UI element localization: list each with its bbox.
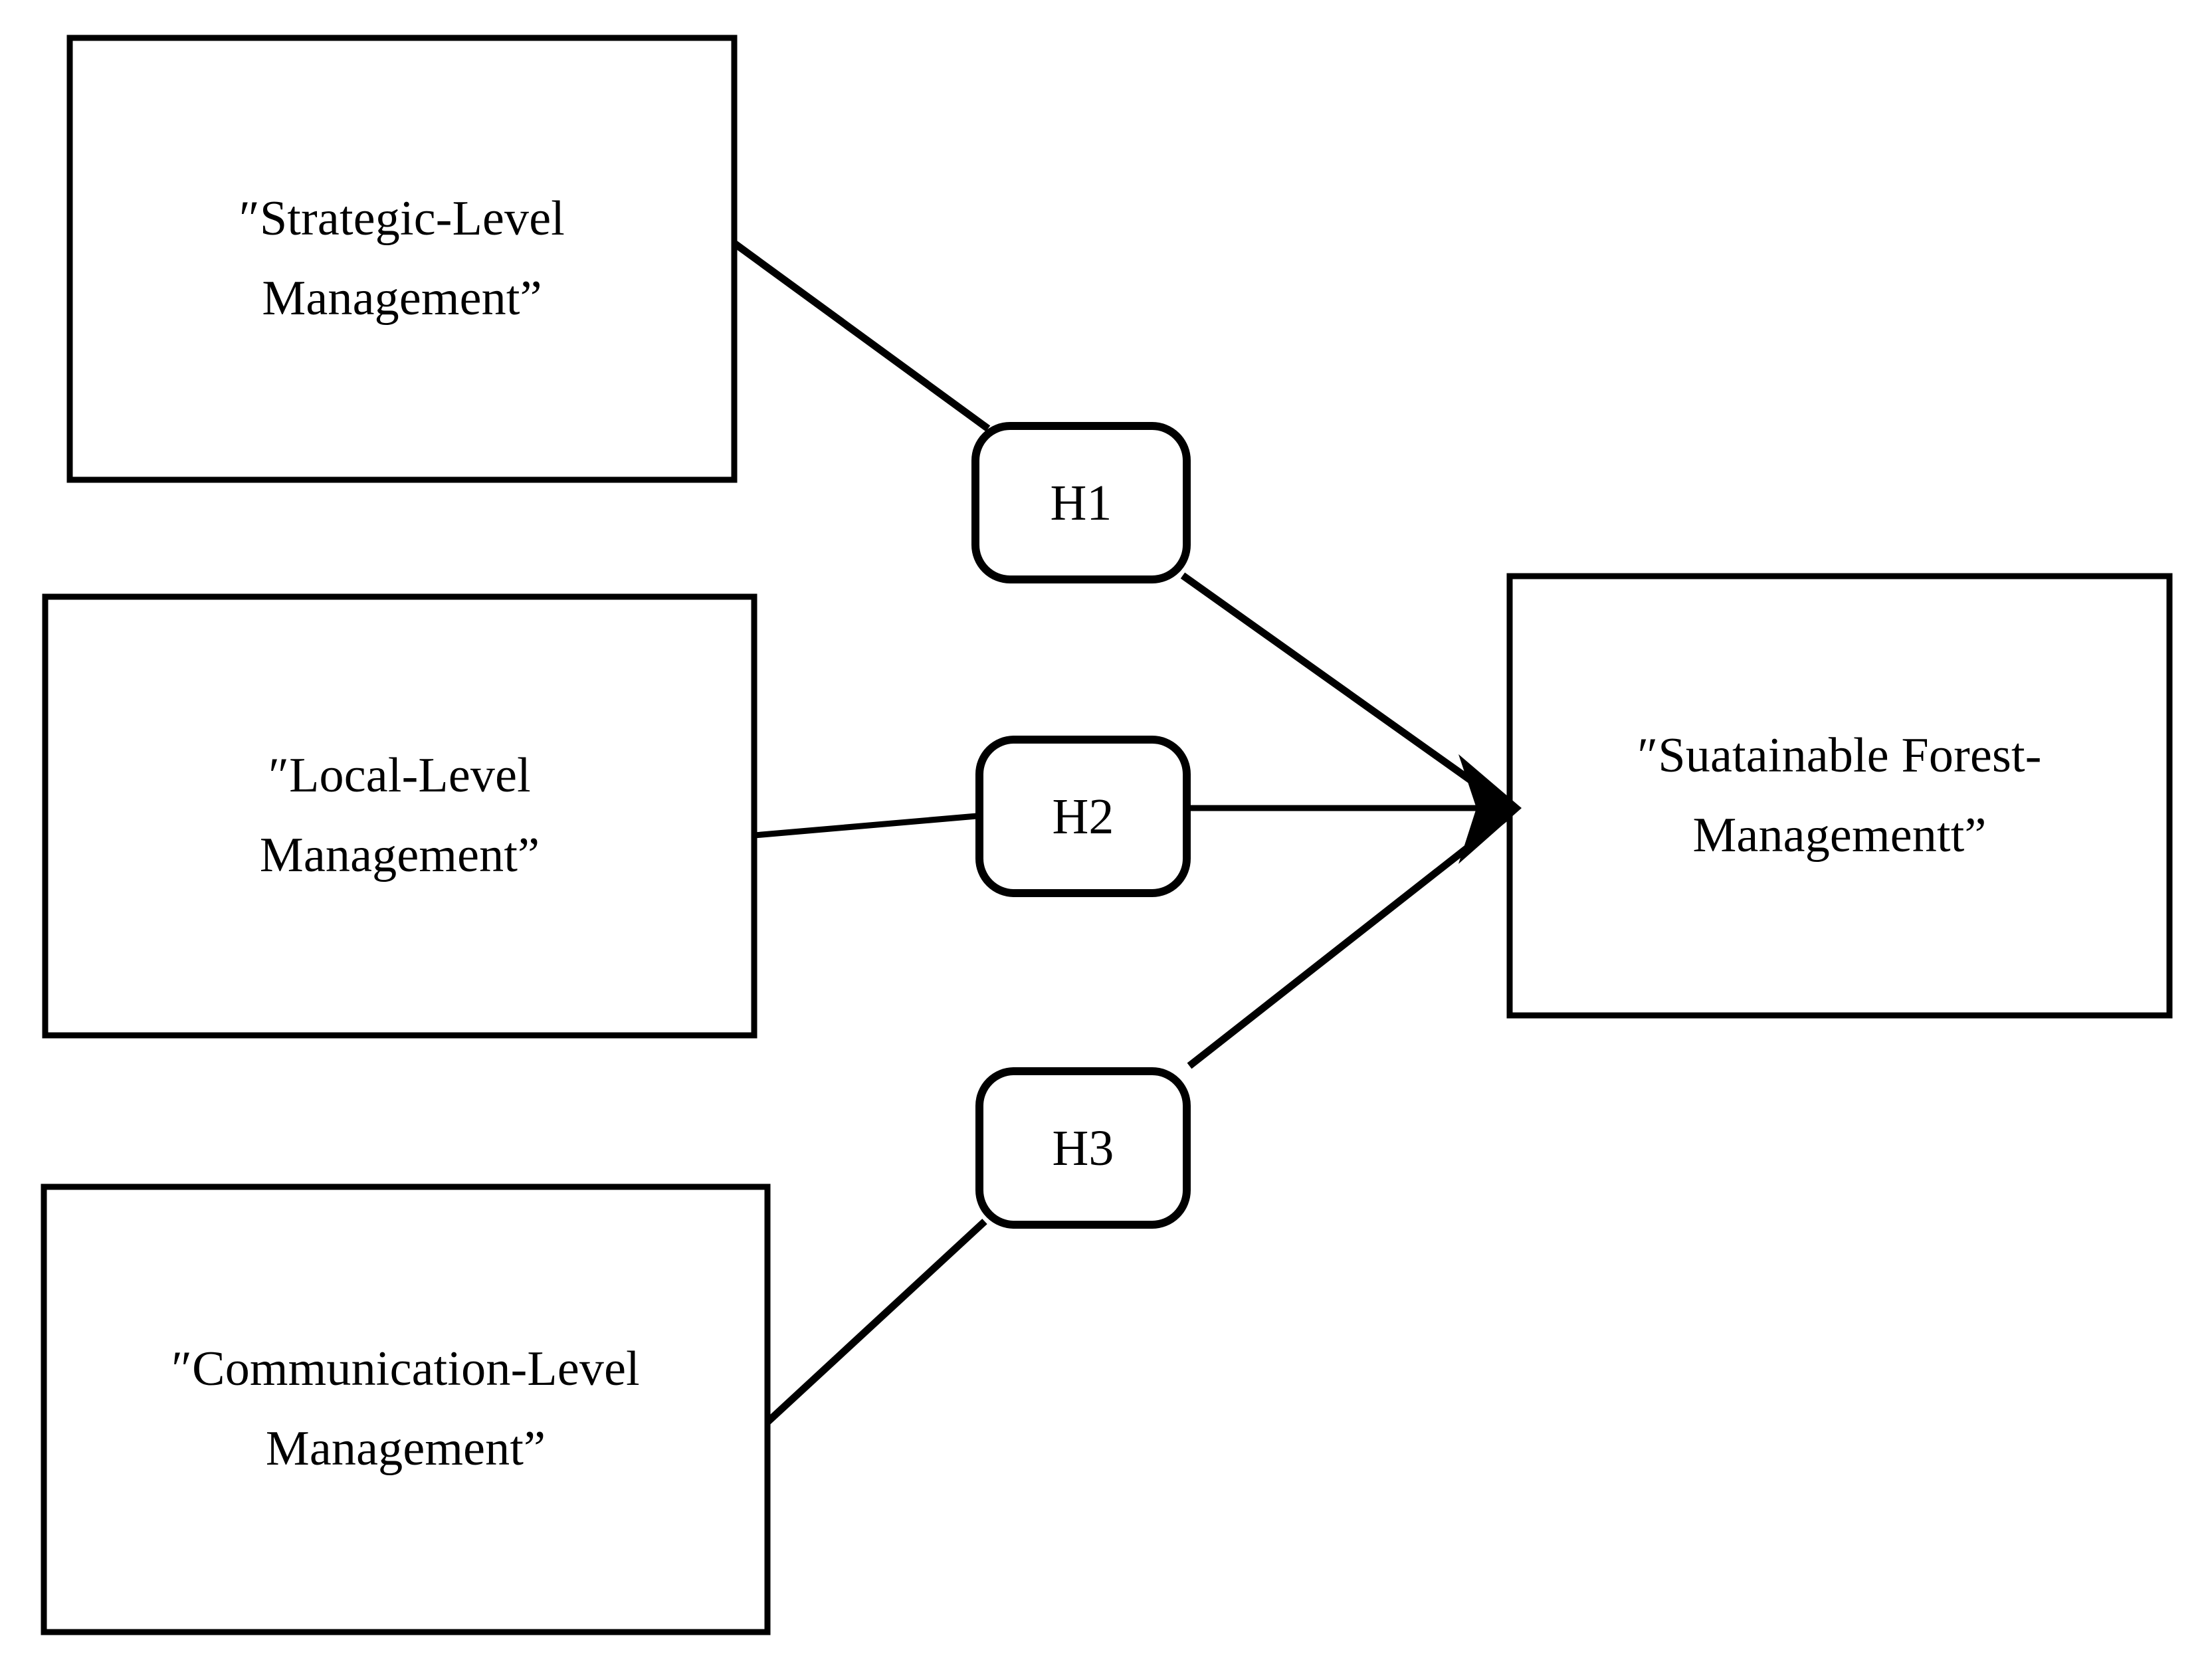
connector-strategic-to-h1 [732, 240, 991, 432]
connector-communication-to-h3 [765, 1218, 987, 1425]
node-box-strategic-level-management[interactable] [66, 35, 738, 483]
hypothesis-box-h2[interactable] [975, 736, 1191, 897]
node-box-local-level-management[interactable] [42, 593, 757, 1039]
connector-h1-to-outcome [1180, 572, 1514, 813]
hypothesis-box-h1[interactable] [971, 422, 1191, 583]
hypothesis-box-h3[interactable] [975, 1067, 1191, 1229]
node-box-communication-level-management[interactable] [41, 1184, 771, 1635]
arrowhead-icon [1458, 754, 1522, 864]
label-h1: H1 [975, 426, 1187, 579]
connector-h3-to-outcome [1187, 809, 1516, 1069]
label-h3: H3 [979, 1071, 1187, 1225]
label-h2: H2 [979, 740, 1187, 893]
hypothesis-label-text: H1 [1050, 474, 1112, 531]
connector-local-to-h2 [754, 813, 977, 839]
hypothesis-label-text: H2 [1052, 788, 1114, 845]
hypothesis-label-text: H3 [1052, 1120, 1114, 1176]
node-box-sustainable-forest-management[interactable] [1506, 573, 2173, 1019]
